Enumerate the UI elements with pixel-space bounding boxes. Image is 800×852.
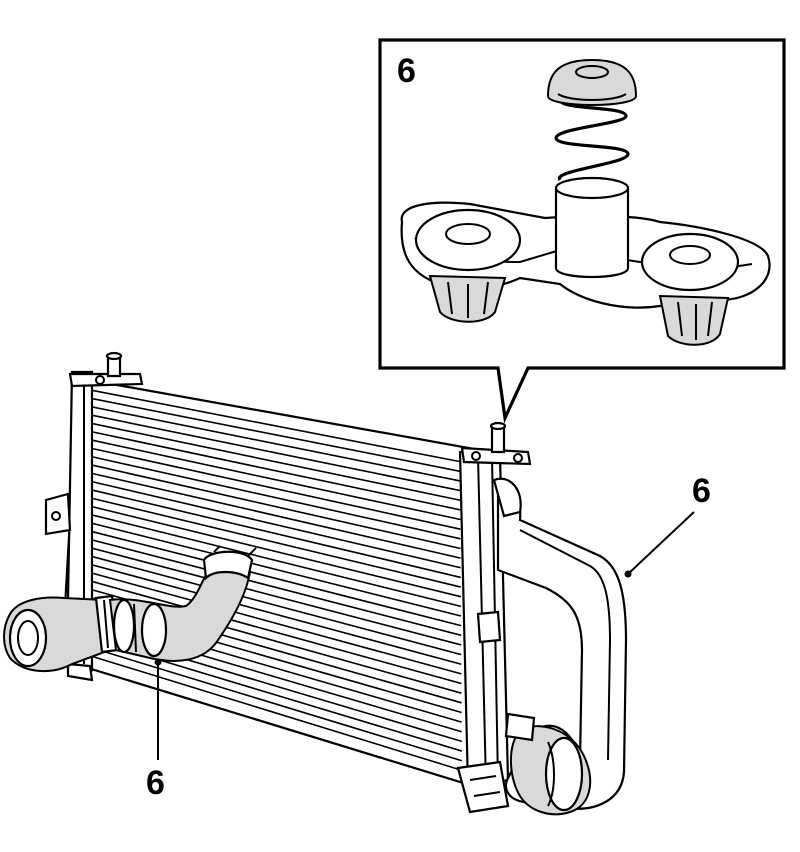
- core-fin: [90, 513, 462, 608]
- core-fin: [91, 455, 461, 540]
- core-fin: [90, 547, 462, 646]
- core-fin: [91, 464, 461, 550]
- core-fin: [91, 439, 461, 521]
- core-fin: [90, 530, 462, 627]
- callout-right-duct: 6: [624, 472, 711, 578]
- inset-detail: 6: [378, 38, 786, 424]
- core-fin: [90, 571, 462, 675]
- core-fin: [89, 646, 463, 762]
- callout-left-hose: 6: [146, 658, 165, 802]
- core-fin: [91, 489, 461, 579]
- core-fin: [90, 563, 462, 666]
- right-outlet-duct: [492, 477, 628, 816]
- core-fin: [91, 480, 461, 569]
- callout-number-left: 6: [146, 764, 165, 802]
- core-fin: [90, 497, 462, 588]
- core-fin: [91, 430, 461, 511]
- left-inlet-hose: [3, 545, 257, 673]
- core-fin: [91, 414, 461, 492]
- core-fin: [90, 580, 462, 685]
- core-fin: [91, 406, 461, 482]
- core-fin: [91, 447, 461, 530]
- top-right-mount: [460, 421, 532, 466]
- inset-callout-number: 6: [397, 52, 416, 90]
- mount-bracket: [400, 58, 771, 346]
- top-left-mount: [68, 351, 144, 388]
- core-fin: [91, 397, 461, 473]
- inset-frame: [378, 38, 786, 424]
- callout-number-right: 6: [692, 472, 711, 510]
- core-fin: [90, 522, 462, 617]
- core-fin: [91, 422, 461, 502]
- core-fin: [89, 654, 463, 772]
- core-fin: [90, 505, 462, 598]
- core-fin: [91, 389, 461, 463]
- core-fin: [91, 472, 461, 559]
- core-fin: [90, 555, 462, 656]
- core-fin: [90, 538, 462, 637]
- intercooler-core: [44, 351, 532, 814]
